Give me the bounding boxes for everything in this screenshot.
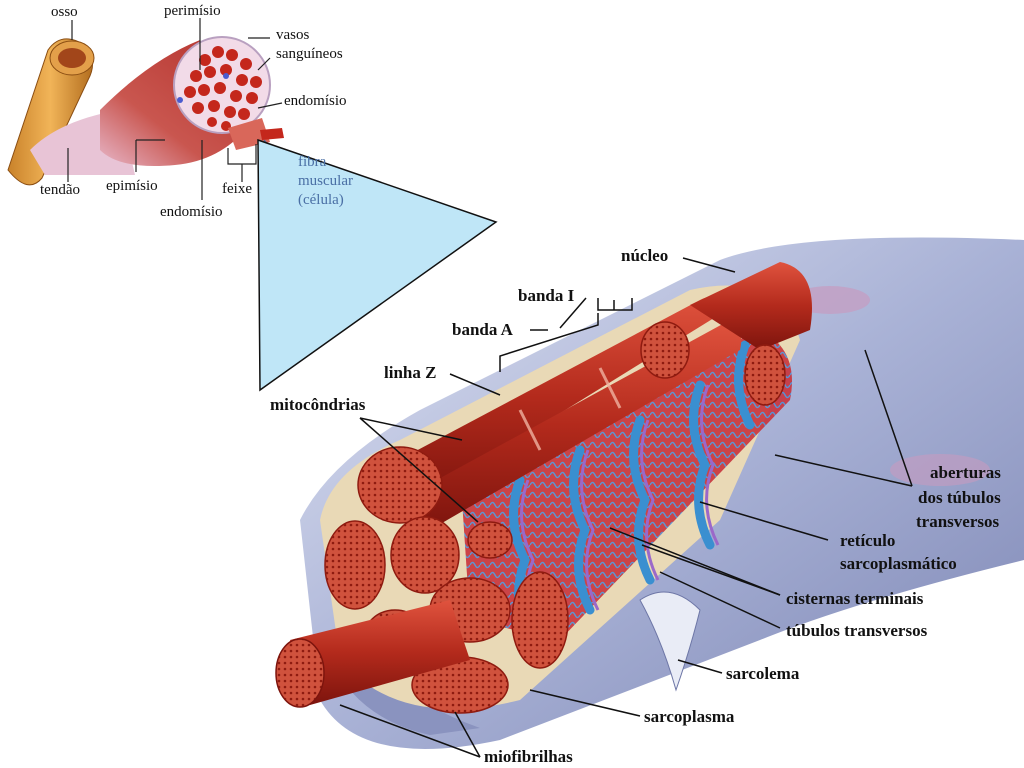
label-sarcolema: sarcolema <box>726 664 800 683</box>
label-linha-z: linha Z <box>384 363 437 382</box>
label-muscular: muscular <box>298 173 353 189</box>
label-banda-i: banda I <box>518 286 575 305</box>
label-osso: osso <box>51 4 78 20</box>
label-feixe: feixe <box>222 181 252 197</box>
label-transversos: transversos <box>916 512 1000 531</box>
leader-lines <box>339 257 913 758</box>
label-miofibrilhas: miofibrilhas <box>484 747 573 766</box>
zoom-triangle <box>257 138 498 392</box>
label-epimisio: epimísio <box>106 178 158 194</box>
label-cisternas-terminais: cisternas terminais <box>786 589 924 608</box>
fiber-shape <box>260 128 284 140</box>
label-aberturas: aberturas <box>930 463 1001 482</box>
label-fibra: fibra <box>298 154 327 170</box>
label-celula: (célula) <box>298 192 344 208</box>
label-sanguineos: sanguíneos <box>276 46 343 62</box>
muscle-fiber-figure <box>275 237 1024 758</box>
label-nucleo: núcleo <box>621 246 669 265</box>
label-sarcoplasma: sarcoplasma <box>644 707 735 726</box>
label-endomisio-right: endomísio <box>284 93 347 109</box>
label-perimisio: perimísio <box>164 3 221 19</box>
top-muscle-figure <box>7 18 296 200</box>
reticulum-area <box>460 330 792 640</box>
label-vasos: vasos <box>276 27 310 43</box>
label-dos-tubulos: dos túbulos <box>918 488 1001 507</box>
label-tendao: tendão <box>40 182 80 198</box>
label-endomisio-bottom: endomísio <box>160 204 223 220</box>
label-reticulo: retículo <box>840 531 896 550</box>
label-tubulos-transversos: túbulos transversos <box>786 621 928 640</box>
sarcolemma-flap <box>639 591 701 692</box>
label-sarcoplasmatico: sarcoplasmático <box>840 554 957 573</box>
label-mitocondrias: mitocôndrias <box>270 395 366 414</box>
myofibril-protruding <box>290 600 470 705</box>
label-banda-a: banda A <box>452 320 513 339</box>
